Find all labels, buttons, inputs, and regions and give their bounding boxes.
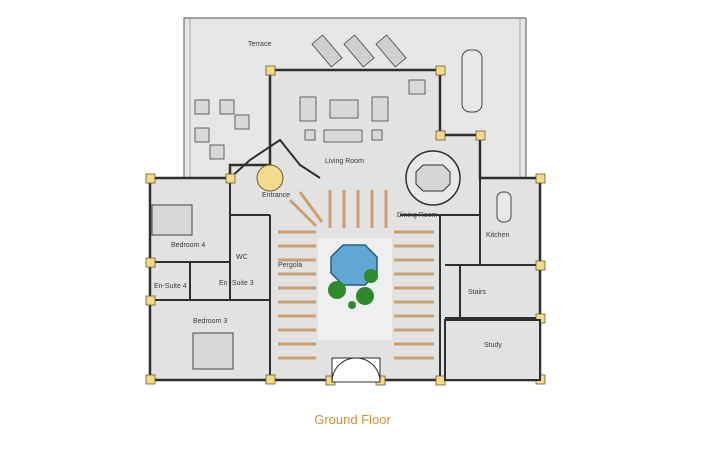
kitchen-label: Kitchen bbox=[486, 232, 510, 239]
pergola-beams-left bbox=[278, 230, 316, 360]
en-suite-3-label: En -Suite 3 bbox=[219, 280, 254, 287]
pergola-beams-right bbox=[394, 230, 434, 360]
terrace-dining-table bbox=[461, 49, 483, 113]
wc-label: WC bbox=[236, 254, 248, 261]
living-room-label: Living Room bbox=[325, 158, 364, 165]
study-label: Study bbox=[484, 342, 502, 349]
kitchen-table bbox=[496, 191, 512, 223]
pergola-beams-top bbox=[288, 190, 388, 228]
bedroom-3-bed bbox=[192, 332, 234, 370]
bedroom-3-label: Bedroom 3 bbox=[193, 318, 228, 325]
interior-walls bbox=[150, 138, 540, 380]
terrace-seating bbox=[194, 99, 250, 160]
study-room bbox=[444, 319, 541, 381]
terrace-railing bbox=[189, 18, 521, 178]
dining-room-label: Dining Room bbox=[397, 212, 438, 219]
entrance-table bbox=[256, 164, 284, 192]
bedroom-4-bed bbox=[151, 204, 193, 236]
en-suite-4-label: En-Suite 4 bbox=[154, 283, 187, 290]
entrance-label: Entrance bbox=[262, 192, 291, 199]
dining-table bbox=[405, 150, 461, 206]
living-room-furniture bbox=[299, 79, 426, 143]
pergola-label: Pergola bbox=[278, 262, 303, 269]
courtyard-plants bbox=[328, 269, 378, 309]
terrace-label: Terrace bbox=[248, 41, 272, 48]
terrace-loungers bbox=[311, 34, 407, 68]
floor-title: Ground Floor bbox=[314, 412, 391, 427]
bedroom-4-label: Bedroom 4 bbox=[171, 242, 206, 249]
front-door bbox=[331, 357, 381, 383]
stairs-label: Stairs bbox=[468, 289, 486, 296]
